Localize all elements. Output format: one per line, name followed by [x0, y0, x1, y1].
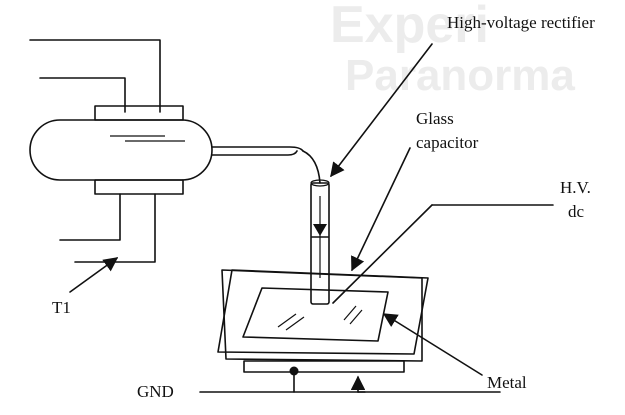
diode-icon [311, 224, 329, 238]
metal-label: Metal [487, 373, 527, 392]
metal-base-pointer-arrow [350, 375, 501, 393]
t1-label: T1 [52, 298, 71, 317]
glass-capacitor [217, 269, 429, 362]
t1-pointer-arrow [69, 257, 119, 293]
hv-dc-pointer-diagonal [332, 204, 433, 304]
rectifier-tube [310, 179, 330, 305]
rectifier-label: High-voltage rectifier [447, 13, 595, 32]
hv-output-wire [211, 146, 321, 184]
glass-capacitor-label-line2: capacitor [416, 133, 479, 152]
metal-pointer-arrow [382, 313, 483, 376]
ground-connection [199, 366, 366, 393]
rectifier-pointer-arrow [330, 43, 433, 178]
ghost-text-line2: Paranorma [345, 51, 575, 100]
metal-base-plate [243, 360, 405, 373]
glass-capacitor-label-line1: Glass [416, 109, 454, 128]
hv-dc-label-line1: H.V. [560, 178, 591, 197]
transformer-t1 [29, 39, 213, 263]
capacitor-pointer-arrow [351, 147, 411, 272]
ghost-text-line1: Experi [330, 0, 489, 54]
hv-dc-label-line2: dc [568, 202, 585, 221]
gnd-label: GND [137, 382, 174, 401]
